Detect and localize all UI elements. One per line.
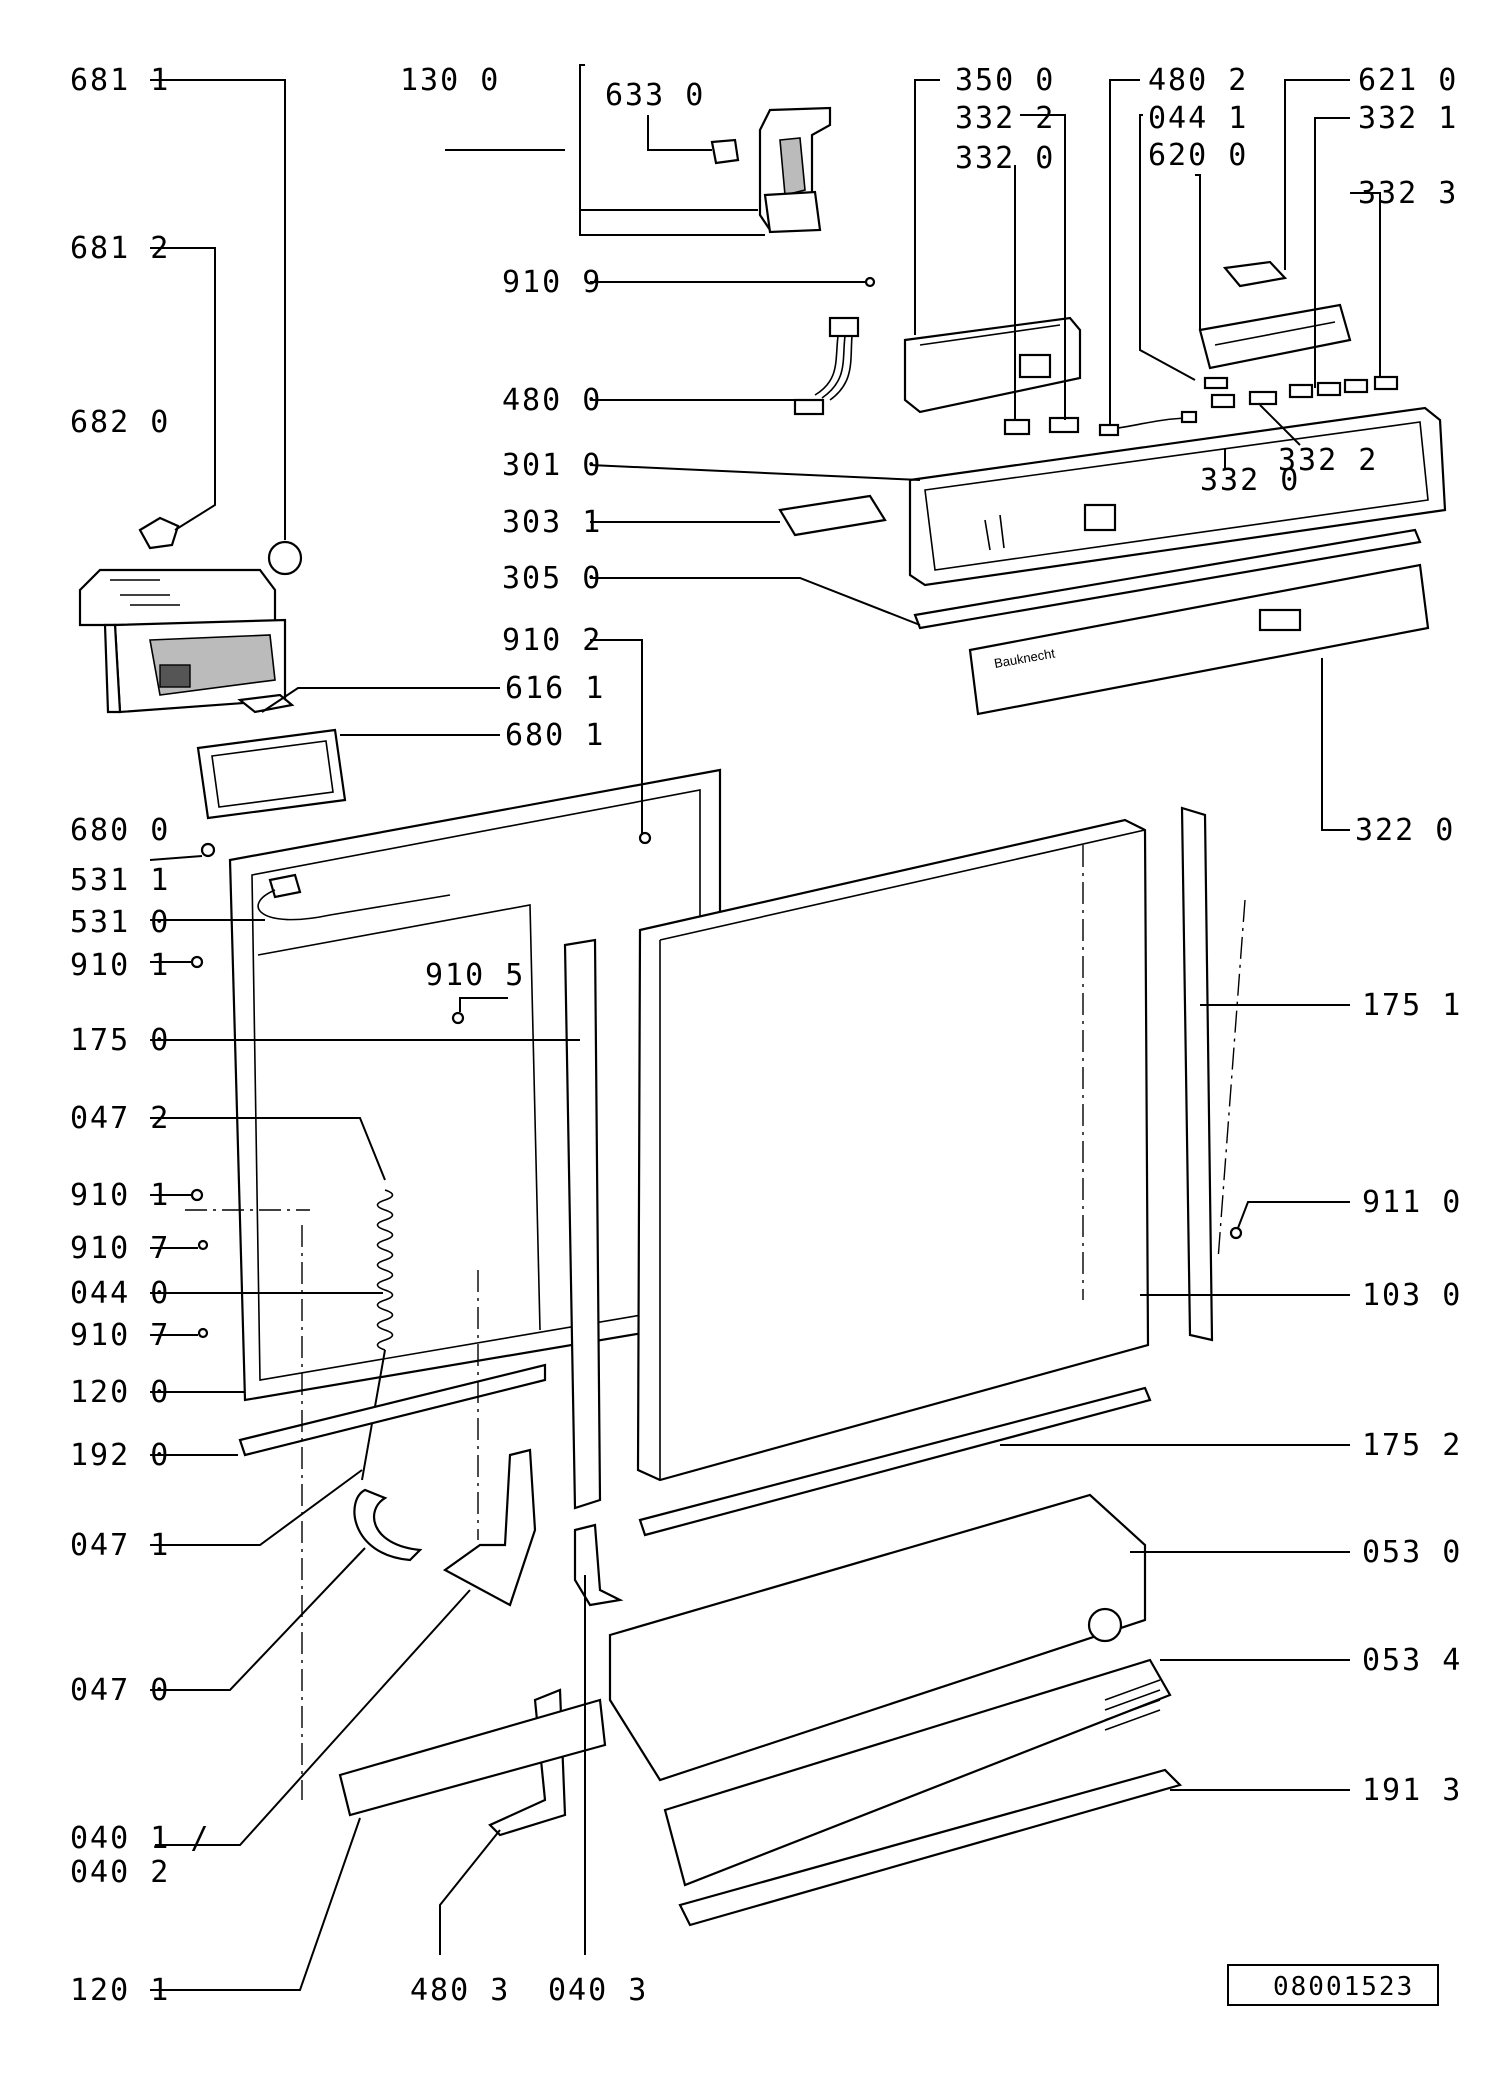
label-040-2: 040 2 [70, 1855, 170, 1890]
label-191-3: 191 3 [1362, 1773, 1462, 1808]
label-332-2-b: 332 2 [1278, 443, 1378, 478]
label-350-0: 350 0 [955, 63, 1055, 98]
part-910-7-screw-a [197, 1239, 209, 1251]
label-130-0: 130 0 [400, 63, 500, 98]
part-130-0-hinge [758, 106, 832, 234]
leader-lines [149, 64, 1381, 1991]
label-175-0: 175 0 [70, 1023, 170, 1058]
part-192-0-rail [238, 1363, 547, 1457]
part-120-1-lower-plate [338, 1698, 607, 1817]
label-303-1: 303 1 [502, 505, 602, 540]
part-303-1-cover [778, 494, 887, 537]
part-301-0-control-panel [908, 406, 1447, 587]
part-633-0-microswitch [710, 138, 740, 165]
label-910-9: 910 9 [502, 265, 602, 300]
part-911-0-screw [1229, 1226, 1243, 1240]
label-911-0: 911 0 [1362, 1185, 1462, 1220]
part-680-1-gasket [196, 728, 347, 820]
part-103-0-outer-door [636, 818, 1150, 1482]
label-120-1: 120 1 [70, 1973, 170, 2008]
label-680-1: 680 1 [505, 718, 605, 753]
part-322-0-fascia: Bauknecht [968, 563, 1430, 716]
part-053-4-trim [663, 1658, 1172, 1887]
label-044-0: 044 0 [70, 1276, 170, 1311]
part-175-1-side-strip [1180, 806, 1214, 1342]
callout-labels: 681 1 681 2 682 0 680 0 130 0 633 0 910 … [70, 63, 1462, 2008]
part-040-3-bracket [573, 1523, 624, 1607]
part-910-7-screw-b [197, 1327, 209, 1339]
label-040-3: 040 3 [548, 1973, 648, 2008]
label-680-0: 680 0 [70, 813, 170, 848]
part-480-0-harness [793, 316, 860, 416]
label-910-7-b: 910 7 [70, 1318, 170, 1353]
part-616-1-latch [237, 693, 295, 714]
label-910-5: 910 5 [425, 958, 525, 993]
button-set [1210, 375, 1399, 409]
label-910-7-a: 910 7 [70, 1231, 170, 1266]
part-332-0-button [1003, 418, 1031, 436]
part-531-1-screw [200, 842, 216, 858]
part-621-0-module [1222, 260, 1288, 288]
label-621-0: 621 0 [1358, 63, 1458, 98]
part-053-0-kick-plate [608, 1493, 1147, 1782]
label-040-1: 040 1 / [70, 1821, 210, 1856]
part-040-1-bracket [442, 1448, 537, 1607]
label-332-3: 332 3 [1358, 176, 1458, 211]
part-047-0-link [353, 1488, 423, 1562]
part-350-0-control-module [903, 316, 1082, 414]
label-047-0: 047 0 [70, 1673, 170, 1708]
label-910-2: 910 2 [502, 623, 602, 658]
part-175-0-side-strip [563, 938, 602, 1510]
label-332-0-b: 332 0 [1200, 463, 1300, 498]
part-175-2-bottom-strip [638, 1386, 1152, 1537]
label-681-1: 681 1 [70, 63, 170, 98]
part-910-1-screw-a [190, 955, 204, 969]
label-103-0: 103 0 [1362, 1278, 1462, 1313]
label-301-0: 301 0 [502, 448, 602, 483]
label-681-2: 681 2 [70, 231, 170, 266]
part-332-2-button [1048, 416, 1080, 434]
part-620-0-board [1198, 303, 1352, 370]
construction-lines [185, 845, 1246, 1800]
part-681-1-cap [267, 540, 303, 576]
label-332-2-a: 332 2 [955, 101, 1055, 136]
label-531-1: 531 1 [70, 863, 170, 898]
label-531-0: 531 0 [70, 905, 170, 940]
label-120-0: 120 0 [70, 1375, 170, 1410]
label-175-1: 175 1 [1362, 988, 1462, 1023]
label-910-1-b: 910 1 [70, 1178, 170, 1213]
label-480-3: 480 3 [410, 1973, 510, 2008]
label-332-1: 332 1 [1358, 101, 1458, 136]
label-480-0: 480 0 [502, 383, 602, 418]
label-633-0: 633 0 [605, 78, 705, 113]
label-332-0-a: 332 0 [955, 141, 1055, 176]
part-910-5-screw [451, 1011, 465, 1025]
label-480-2: 480 2 [1148, 63, 1248, 98]
label-910-1-a: 910 1 [70, 948, 170, 983]
part-191-3-rail [678, 1768, 1183, 1927]
part-531-0-switch [268, 873, 302, 899]
label-305-0: 305 0 [502, 561, 602, 596]
part-682-0-dispenser [78, 568, 287, 714]
label-322-0: 322 0 [1355, 813, 1455, 848]
part-047-2-spring [376, 1189, 394, 1351]
label-616-1: 616 1 [505, 671, 605, 706]
label-192-0: 192 0 [70, 1438, 170, 1473]
label-044-1: 044 1 [1148, 101, 1248, 136]
part-681-2-clip [138, 516, 180, 550]
label-175-2: 175 2 [1362, 1428, 1462, 1463]
label-620-0: 620 0 [1148, 138, 1248, 173]
part-910-9-screw [864, 276, 876, 288]
label-047-2: 047 2 [70, 1101, 170, 1136]
part-044-1-spring [1203, 376, 1229, 390]
part-910-2-screw [638, 831, 652, 845]
label-047-1: 047 1 [70, 1528, 170, 1563]
label-053-4: 053 4 [1362, 1643, 1462, 1678]
label-053-0: 053 0 [1362, 1535, 1462, 1570]
label-682-0: 682 0 [70, 405, 170, 440]
drawing-number-box: 08001523 [1227, 1964, 1439, 2006]
part-910-1-screw-b [190, 1188, 204, 1202]
drawing-number: 08001523 [1273, 1972, 1414, 2002]
